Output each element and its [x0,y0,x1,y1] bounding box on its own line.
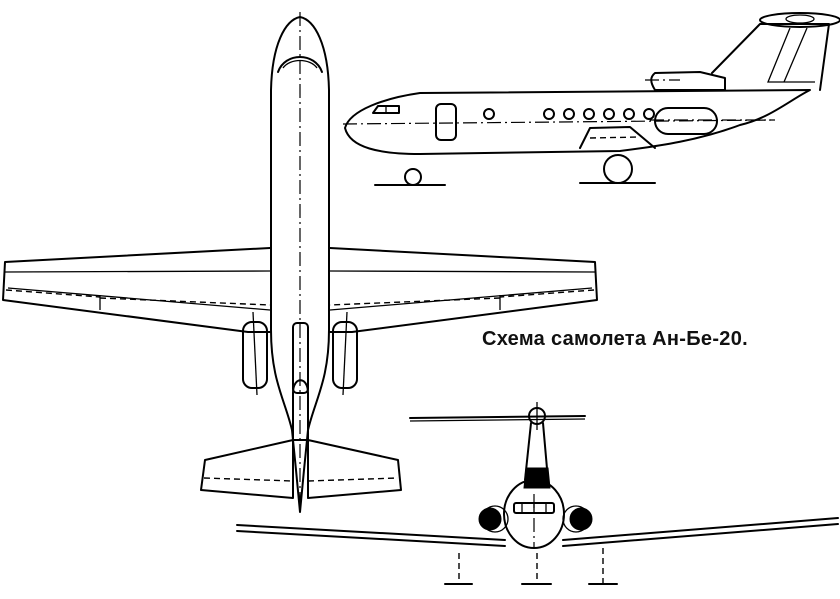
plan-view [2,12,598,513]
side-view [342,12,840,186]
drawing-caption: Схема самолета Ан-Бе-20. [482,328,748,350]
front-view [236,402,839,585]
